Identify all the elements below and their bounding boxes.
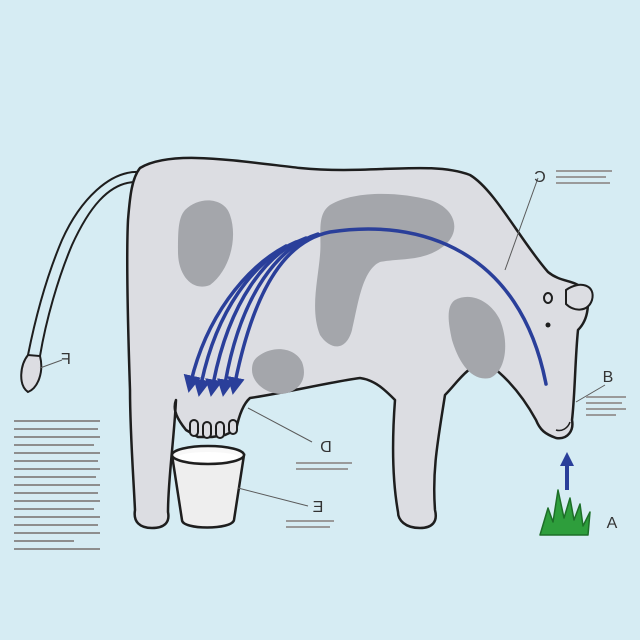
label-c: C (534, 169, 546, 186)
cow-eye (543, 292, 553, 304)
label-d: D (320, 439, 332, 456)
grass-icon (539, 489, 591, 536)
cow-nostril (545, 322, 551, 328)
cow-teats (189, 419, 238, 439)
cow-tail-inner (39, 181, 137, 357)
cow-mouth (555, 421, 571, 432)
milk-bucket-icon (170, 444, 246, 529)
label-captions (286, 170, 626, 528)
leader-lines (39, 177, 606, 507)
cow-tail-tip (20, 353, 43, 394)
cow-spots (178, 193, 506, 394)
cow-ear (565, 283, 594, 311)
label-e: E (313, 499, 324, 516)
left-text-block (14, 420, 100, 550)
label-f: F (61, 351, 71, 368)
label-b: B (603, 369, 614, 386)
milk-flow-arrows (183, 227, 548, 397)
up-arrow-icon (560, 452, 574, 490)
label-a: A (607, 515, 618, 532)
cow-tail (27, 170, 141, 356)
cow-body (125, 156, 590, 530)
